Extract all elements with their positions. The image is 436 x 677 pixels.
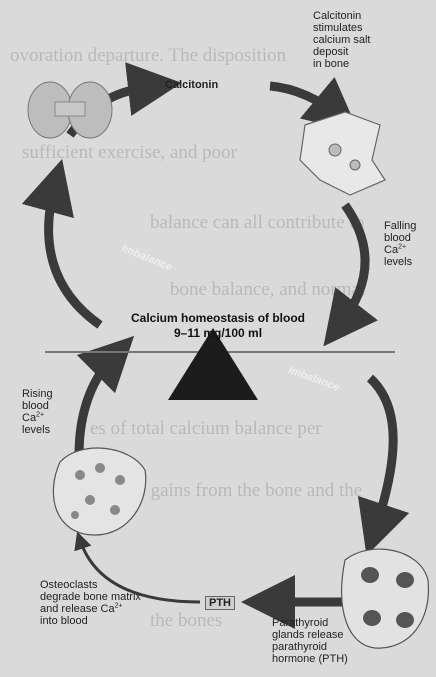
arrow-rising-to-thyroid <box>49 185 100 325</box>
osteoclast-cells-icon <box>53 448 145 535</box>
arrow-falling-to-parathyroid <box>370 378 393 530</box>
parathyroid-glands-icon <box>342 549 429 648</box>
center-range: 9–11 mg/100 ml <box>0 326 436 340</box>
arrow-calcitonin-to-bone <box>270 86 338 115</box>
pth-label: PTH <box>205 596 235 610</box>
center-title: Calcium homeostasis of blood <box>0 311 436 325</box>
arrow-bone-to-balance <box>340 205 365 325</box>
bone-icon <box>300 112 385 195</box>
calcitonin-label: Calcitonin <box>165 79 218 91</box>
